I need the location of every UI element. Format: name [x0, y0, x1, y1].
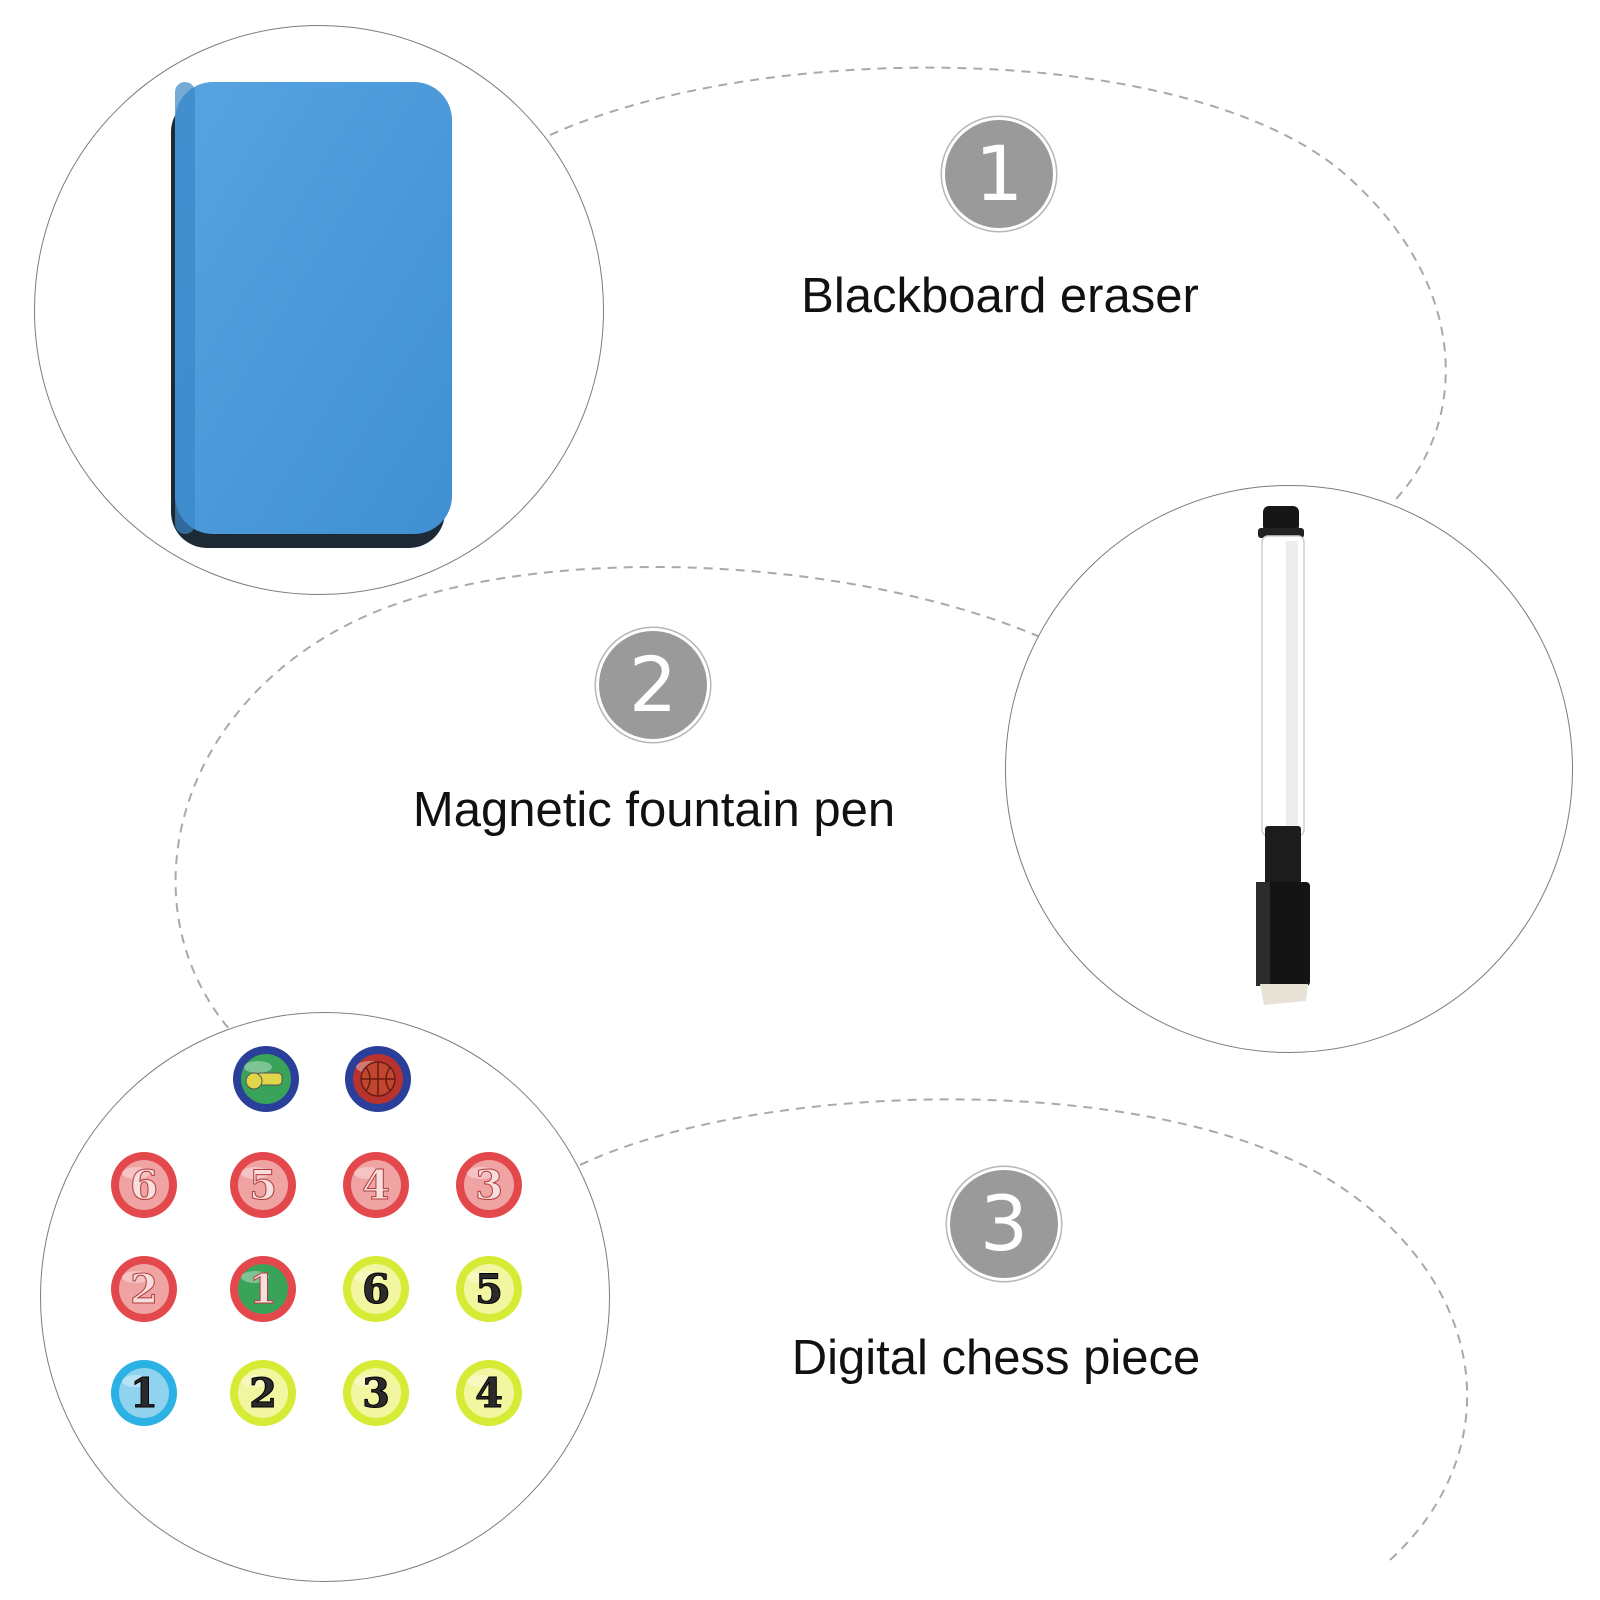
magnet-piece: 1	[111, 1360, 177, 1426]
magnet-number-label: 3	[362, 1370, 390, 1417]
magnet-face	[464, 1160, 514, 1210]
pen-grip	[1265, 826, 1301, 886]
magnet-face	[351, 1368, 401, 1418]
connector-curve-1	[549, 66, 1447, 501]
magnet-piece: 5	[230, 1152, 296, 1218]
chess-pieces-photo-circle: 6 5 4 3 2 1 6 5 1 2 3 4	[40, 1012, 610, 1582]
magnet-piece: 4	[456, 1360, 522, 1426]
magnet-piece: 3	[343, 1360, 409, 1426]
magnet-piece: 2	[111, 1256, 177, 1322]
magnet-piece: 4	[343, 1152, 409, 1218]
magnet-piece: 6	[343, 1256, 409, 1322]
magnet-face	[351, 1160, 401, 1210]
magnet-number-label: 4	[475, 1370, 503, 1417]
magnet-piece	[233, 1046, 299, 1112]
eraser-sponge	[175, 82, 452, 534]
magnet-number-label: 5	[249, 1162, 277, 1209]
connector-curve-3	[579, 1098, 1469, 1561]
magnet-piece: 3	[456, 1152, 522, 1218]
basketball-icon	[360, 1061, 396, 1097]
magnet-face	[351, 1264, 401, 1314]
eraser-photo-circle	[34, 25, 604, 595]
step-number-badge-1: 1	[945, 120, 1053, 228]
magnet-number-label: 4	[362, 1162, 390, 1209]
whistle-icon	[245, 1072, 283, 1090]
magnet-face	[119, 1368, 169, 1418]
step-label-blackboard-eraser: Blackboard eraser	[801, 269, 1199, 323]
step-label-magnetic-fountain-pen: Magnetic fountain pen	[412, 783, 896, 837]
magnet-face	[238, 1368, 288, 1418]
magnetic-pen-illustration	[1256, 506, 1310, 1005]
digital-chess-pieces-illustration: 6 5 4 3 2 1 6 5 1 2 3 4	[111, 1046, 522, 1426]
blackboard-eraser-illustration	[171, 82, 452, 548]
pen-photo-circle	[1005, 485, 1573, 1053]
magnet-number-label: 2	[130, 1266, 158, 1313]
magnet-piece	[345, 1046, 411, 1112]
magnet-number-label: 3	[475, 1162, 503, 1209]
magnet-number-label: 6	[130, 1162, 158, 1209]
step-label-digital-chess-piece: Digital chess piece	[791, 1331, 1201, 1385]
magnet-number-label: 5	[475, 1266, 503, 1313]
step-number-badge-2: 2	[599, 631, 707, 739]
magnet-number-label: 1	[130, 1370, 158, 1417]
magnet-number-label: 6	[362, 1266, 390, 1313]
magnet-piece: 6	[111, 1152, 177, 1218]
connector-curve-2	[174, 566, 1041, 1031]
magnet-piece: 5	[456, 1256, 522, 1322]
magnet-piece: 2	[230, 1360, 296, 1426]
magnet-face	[119, 1160, 169, 1210]
magnet-face	[464, 1264, 514, 1314]
magnet-face	[238, 1160, 288, 1210]
pen-top-cap	[1263, 506, 1299, 532]
step-number-badge-3: 3	[950, 1170, 1058, 1278]
magnet-number-label: 2	[249, 1370, 277, 1417]
magnet-number-label: 1	[249, 1266, 277, 1313]
pen-felt-pad	[1260, 984, 1308, 1005]
magnet-face	[464, 1368, 514, 1418]
magnet-piece: 1	[230, 1256, 296, 1322]
magnet-face	[119, 1264, 169, 1314]
magnet-face	[238, 1264, 288, 1314]
